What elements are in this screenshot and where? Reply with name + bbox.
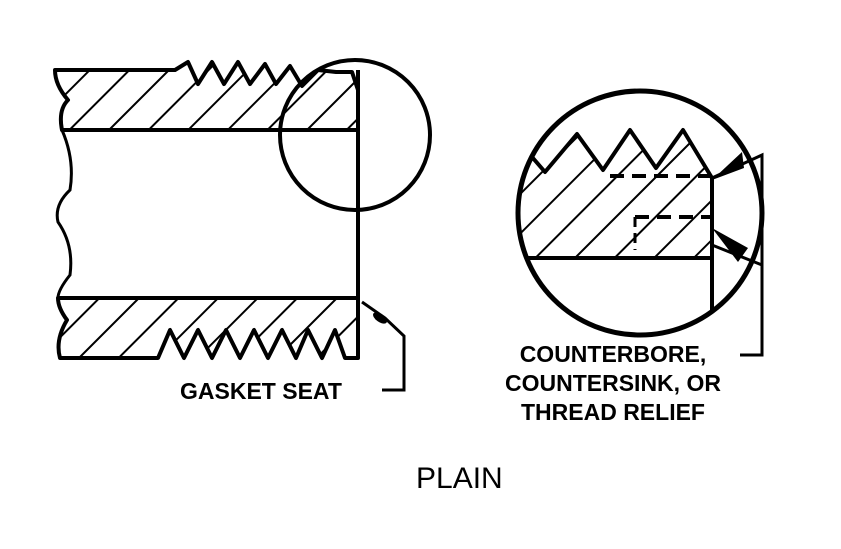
gasket-seat-label: GASKET SEAT <box>180 378 342 404</box>
lower-wall-section <box>56 296 360 360</box>
counterbore-line-3: THREAD RELIEF <box>520 399 705 425</box>
detail-view <box>518 118 714 330</box>
figure-title: PLAIN <box>416 462 503 495</box>
gasket-seat-leader <box>361 300 406 392</box>
counterbore-line-2: COUNTERSINK, OR <box>505 370 721 396</box>
counterbore-line-1: COUNTERBORE, <box>519 341 707 367</box>
arrowhead-lower <box>712 228 748 262</box>
break-line <box>55 129 73 299</box>
counterbore-label: COUNTERBORE, COUNTERSINK, OR THREAD RELI… <box>505 340 721 427</box>
detail-callout-circle <box>278 58 432 212</box>
leader-dot <box>373 312 387 324</box>
arrowhead-upper <box>712 152 744 180</box>
